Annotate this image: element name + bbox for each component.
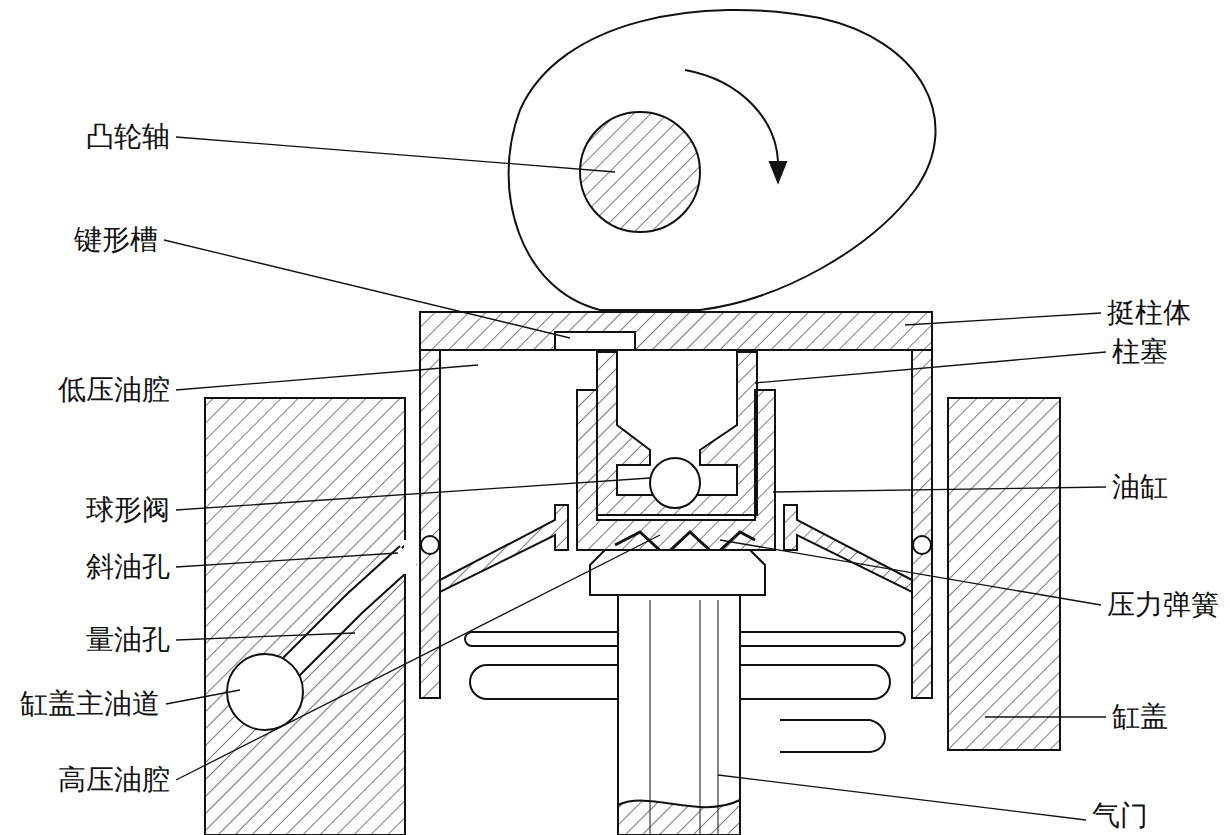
keeper [780, 720, 885, 752]
leader-line [166, 690, 240, 704]
part-label: 油缸 [1110, 470, 1170, 504]
tappet-top [420, 312, 932, 350]
leader-line [176, 137, 615, 172]
part-label: 球形阀 [84, 493, 172, 527]
camshaft [580, 112, 700, 232]
cylinder-head-left [205, 398, 405, 835]
cam-lobe [509, 10, 936, 310]
main-oil-gallery [227, 654, 303, 730]
leader-line [718, 775, 1086, 820]
part-label: 气门 [1090, 799, 1150, 833]
leader-line [164, 240, 570, 338]
leader-line [985, 716, 1106, 717]
plunger [597, 352, 757, 515]
leader-line [755, 352, 1106, 383]
arrow-head [770, 162, 786, 182]
tappet-wall-right [912, 350, 932, 698]
leader-line [176, 478, 650, 510]
oil-gap [404, 540, 416, 574]
part-label: 挺柱体 [1105, 296, 1193, 330]
leader-line [176, 633, 355, 640]
leader-line [720, 540, 1101, 605]
leader-line [176, 553, 398, 567]
part-label: 缸盖主油道 [18, 687, 162, 721]
part-label: 缸盖 [1110, 700, 1170, 734]
tappet-wall-left [420, 350, 440, 698]
diaphragm-right [784, 505, 912, 592]
cylinder-head-right [948, 398, 1060, 750]
wall-hole [913, 536, 931, 554]
part-label: 压力弹簧 [1105, 588, 1221, 622]
part-label: 凸轮轴 [84, 120, 172, 154]
part-label: 斜油孔 [84, 550, 172, 584]
ball-valve [650, 458, 700, 508]
diaphragm-left [440, 505, 568, 592]
valve-stem-break [618, 800, 740, 835]
wall-hole [421, 536, 439, 554]
key-slot [555, 332, 635, 350]
part-label: 高压油腔 [56, 763, 172, 797]
part-label: 低压油腔 [56, 373, 172, 407]
rotation-arrow [685, 70, 778, 170]
part-label: 柱塞 [1110, 335, 1170, 369]
leader-line [773, 487, 1106, 492]
leader-line [176, 365, 478, 390]
part-label: 量油孔 [84, 623, 172, 657]
leader-line [905, 313, 1101, 325]
leader-line [176, 535, 660, 780]
valve-stem [618, 595, 740, 835]
part-label: 键形槽 [72, 223, 160, 257]
